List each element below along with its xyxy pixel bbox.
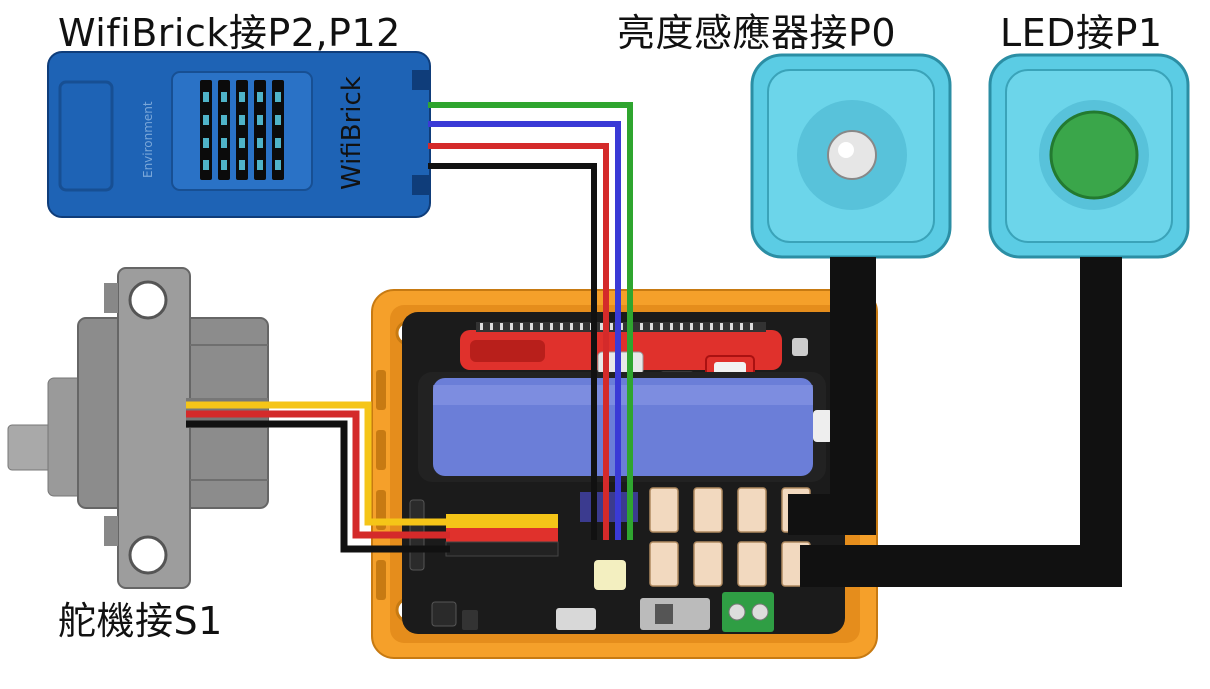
reset-button bbox=[792, 338, 808, 356]
led-label: LED接P1 bbox=[1000, 11, 1163, 55]
usb-port bbox=[556, 608, 596, 630]
servo-module bbox=[7, 267, 269, 589]
wifibrick-wires bbox=[428, 102, 633, 540]
servo-label: 舵機接S1 bbox=[58, 599, 223, 643]
environment-text: Environment bbox=[141, 101, 155, 178]
light-sensor-cable bbox=[830, 257, 876, 535]
wifibrick-module-text: WifiBrick bbox=[337, 76, 367, 190]
light-sensor-label: 亮度感應器接P0 bbox=[617, 11, 897, 55]
servo-wire-yellow bbox=[186, 401, 450, 526]
controller-board bbox=[371, 289, 878, 659]
servo-wire-red bbox=[186, 410, 450, 539]
wire-green bbox=[428, 102, 633, 540]
power-switch bbox=[640, 598, 710, 630]
wire-red bbox=[428, 143, 609, 540]
servo-wires bbox=[186, 401, 450, 553]
wire-blue bbox=[428, 121, 621, 540]
servo-header bbox=[445, 514, 559, 557]
io-headers bbox=[409, 487, 811, 587]
wire-black bbox=[428, 163, 597, 540]
servo-wire-black bbox=[186, 420, 450, 553]
power-led bbox=[594, 560, 626, 590]
light-sensor-module bbox=[750, 53, 952, 259]
led-cable bbox=[1080, 257, 1122, 587]
sensor-cables bbox=[788, 257, 1122, 587]
wifibrick-label: WifiBrick接P2,P12 bbox=[58, 11, 401, 55]
led-module bbox=[988, 53, 1190, 259]
terminal-block bbox=[722, 592, 774, 632]
wifibrick-module: Environment WifiBrick bbox=[47, 51, 431, 218]
battery bbox=[418, 372, 833, 482]
